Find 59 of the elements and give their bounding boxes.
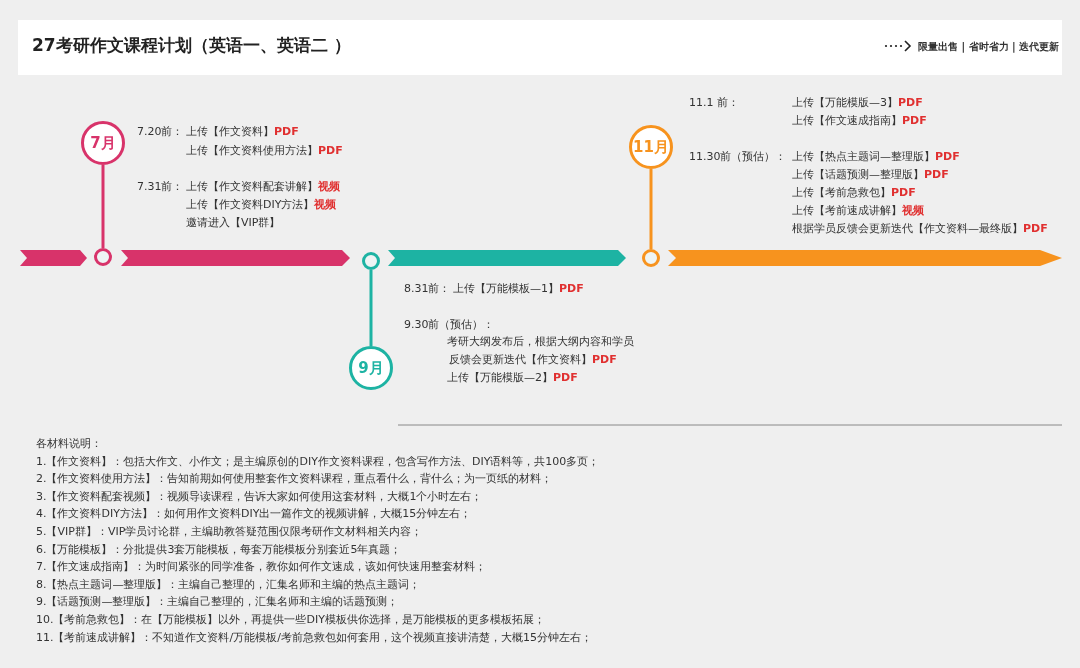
- format-tag: PDF: [553, 371, 578, 385]
- title: 27考研作文课程计划（英语一、英语二 ）: [32, 34, 351, 57]
- note-item: 7.【作文速成指南】：为时间紧张的同学准备，教你如何作文速成，该如何快速用整套材料；: [36, 560, 487, 575]
- timeline-ring: [362, 252, 380, 270]
- schedule-text: 上传【作文资料配套讲解】: [186, 180, 318, 194]
- timeline-ring: [642, 249, 660, 267]
- timeline-ring: [94, 248, 112, 266]
- format-tag: PDF: [1023, 222, 1048, 236]
- tagline: 限量出售 | 省时省力 | 迭代更新: [918, 40, 1060, 54]
- format-tag: PDF: [891, 186, 916, 200]
- month-marker: 9月: [349, 346, 393, 390]
- format-tag: PDF: [274, 125, 299, 139]
- notes-heading: 各材料说明：: [36, 437, 102, 451]
- note-item: 10.【考前急救包】：在【万能模板】以外，再提供一些DIY模板供你选择，是万能模板的更多模板拓展；: [36, 613, 545, 627]
- month-marker: 11月: [629, 125, 673, 169]
- schedule-text: 邀请进入【VIP群】: [186, 216, 281, 230]
- schedule-text: 上传【作文资料使用方法】: [186, 144, 318, 158]
- format-tag: PDF: [592, 353, 617, 367]
- note-item: 6.【万能模板】：分批提供3套万能模板，每套万能模板分别套近5年真题；: [36, 542, 402, 557]
- note-item: 5.【VIP群】：VIP学员讨论群，主编助教答疑范围仅限考研作文材料相关内容；: [36, 525, 423, 539]
- month-marker: 7月: [81, 121, 125, 165]
- pin-stem: [369, 270, 373, 346]
- schedule-text: 11.1 前：: [689, 96, 739, 110]
- format-tag: PDF: [559, 282, 584, 296]
- schedule-text: 上传【万能模板—1】: [453, 282, 559, 296]
- schedule-text: 11.30前（预估）：: [689, 150, 787, 164]
- schedule-text: 7.20前：: [137, 125, 184, 139]
- schedule-text: 上传【作文速成指南】: [792, 114, 902, 128]
- format-tag: PDF: [318, 144, 343, 158]
- note-item: 1.【作文资料】：包括大作文、小作文；是主编原创的DIY作文资料课程，包含写作方法、DIY语料等，共100多页；: [36, 454, 600, 469]
- format-tag: 视频: [314, 198, 337, 212]
- note-item: 4.【作文资料DIY方法】：如何用作文资料DIY出一篇作文的视频讲解，大概15分钟左右；: [36, 507, 472, 522]
- note-item: 2.【作文资料使用方法】：告知前期如何使用整套作文资料课程，重点看什么，背什么；为一页纸的材料；: [36, 472, 553, 487]
- schedule-text: 上传【作文资料】: [186, 125, 274, 139]
- format-tag: PDF: [902, 114, 927, 128]
- schedule-text: 根据学员反馈会更新迭代【作文资料—最终版】: [792, 222, 1023, 236]
- schedule-text: 上传【作文资料DIY方法】: [186, 198, 315, 212]
- schedule-text: 7.31前：: [137, 180, 184, 194]
- note-item: 9.【话题预测—整理版】：主编自己整理的，汇集名师和主编的话题预测；: [36, 595, 399, 610]
- schedule-text: 8.31前：: [404, 282, 451, 296]
- format-tag: PDF: [924, 168, 949, 182]
- note-item: 3.【作文资料配套视频】：视频导读课程，告诉大家如何使用这套材料，大概1个小时左右；: [36, 489, 483, 504]
- format-tag: 视频: [318, 180, 340, 194]
- pin-stem: [101, 165, 105, 248]
- schedule-text: 上传【热点主题词—整理版】: [792, 150, 935, 164]
- schedule-text: 9.30前（预估）：: [404, 318, 495, 332]
- note-item: 8.【热点主题词—整理版】：主编自己整理的，汇集名师和主编的热点主题词；: [36, 577, 421, 592]
- pin-stem: [649, 169, 653, 249]
- schedule-text: 上传【万能模版—2】: [447, 371, 553, 385]
- format-tag: PDF: [898, 96, 923, 110]
- schedule-text: 考研大纲发布后，根据大纲内容和学员: [447, 335, 634, 349]
- format-tag: PDF: [935, 150, 960, 164]
- schedule-text: 上传【考前急救包】: [792, 186, 891, 200]
- schedule-text: 上传【话题预测—整理版】: [792, 168, 924, 182]
- schedule-text: 上传【考前速成讲解】: [792, 204, 902, 218]
- note-item: 11.【考前速成讲解】：不知道作文资料/万能模板/考前急救包如何套用，这个视频直接讲清楚，大概15分钟左右；: [36, 630, 592, 645]
- schedule-text: 上传【万能模版—3】: [792, 96, 898, 110]
- schedule-text: 反馈会更新迭代【作文资料】: [449, 353, 592, 367]
- format-tag: 视频: [902, 204, 924, 218]
